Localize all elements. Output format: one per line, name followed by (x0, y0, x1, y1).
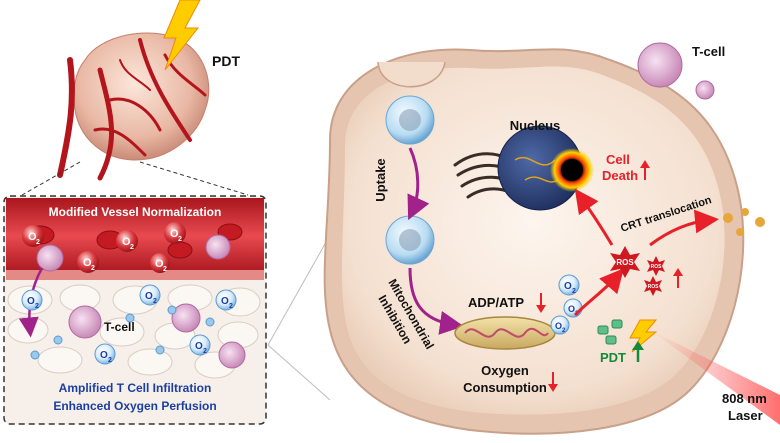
o2-icon: O 2 (558, 274, 580, 296)
laser-beam (650, 330, 780, 425)
uptake-arrow (407, 147, 430, 221)
svg-text:ROS: ROS (616, 258, 634, 267)
svg-text:O: O (564, 281, 572, 292)
adp-atp-label: ADP/ATP (468, 295, 524, 310)
tumor-pdt-label: PDT (212, 53, 240, 69)
pdt-label: PDT (600, 350, 626, 365)
svg-text:2: 2 (36, 239, 40, 246)
svg-text:ROS: ROS (651, 264, 663, 270)
o2-icon: O 2 (215, 289, 237, 311)
t-cell-icon (36, 244, 64, 272)
tumor-illustration: PDT (21, 0, 249, 196)
laser-line1: 808 nm (722, 391, 767, 406)
o2-icon: O 2 (550, 315, 570, 335)
lightning-bolt-icon (163, 0, 201, 71)
svg-text:O: O (83, 257, 92, 269)
o2-icon: O 2 (189, 334, 211, 356)
o2-icon: O 2 (22, 225, 44, 247)
t-cell-icon (205, 234, 231, 260)
svg-text:2: 2 (91, 265, 95, 272)
svg-text:O: O (122, 236, 131, 248)
up-arrow-icon (673, 268, 683, 288)
t-cell-icon (68, 305, 102, 339)
svg-text:2: 2 (572, 288, 576, 295)
inset-tcell-label: T-cell (104, 320, 135, 334)
nanoparticle-icon (385, 95, 435, 145)
up-arrow-icon (640, 160, 650, 180)
svg-text:2: 2 (163, 266, 167, 273)
svg-text:2: 2 (153, 298, 157, 305)
laser-line2: Laser (728, 408, 763, 423)
o2-to-ros-arrow (573, 268, 624, 317)
svg-text:O: O (221, 296, 229, 307)
t-cell-icon (218, 341, 246, 369)
external-tcell-label: T-cell (692, 44, 725, 59)
nanoparticles (30, 305, 215, 360)
external-t-cells (637, 42, 715, 100)
cell-death-burst (550, 148, 594, 192)
crt-particles (723, 208, 765, 236)
o2-icon: O 2 (150, 253, 170, 273)
lightning-bolt-icon (629, 319, 658, 353)
up-arrow-icon (632, 341, 644, 362)
ros-to-death-arrow (574, 188, 614, 246)
t-cell-icon (171, 303, 201, 333)
svg-text:ROS: ROS (648, 284, 660, 290)
o2-icon: O 2 (563, 298, 583, 318)
svg-text:2: 2 (178, 236, 182, 243)
mitochondrion (454, 316, 556, 350)
ros-star: ROS (647, 256, 665, 276)
zoom-line (267, 344, 331, 401)
oxygen-line2: Consumption (463, 380, 547, 395)
uptake-label: Uptake (373, 158, 388, 201)
o2-icon: O 2 (164, 222, 186, 244)
cancer-cell: Uptake Mitochondrial Inhibition Nucleus … (323, 48, 780, 435)
inset-caption-line2: Enhanced Oxygen Perfusion (53, 399, 216, 413)
svg-text:2: 2 (203, 348, 207, 355)
cell-death-line1: Cell (606, 152, 630, 167)
svg-text:O: O (28, 231, 37, 243)
svg-text:O: O (27, 296, 35, 307)
down-arrow-icon (548, 372, 558, 392)
o2-icon: O 2 (116, 230, 138, 252)
svg-text:2: 2 (108, 357, 112, 364)
nucleus-label: Nucleus (510, 118, 561, 133)
o2-icon: O 2 (139, 284, 161, 306)
svg-text:O: O (155, 258, 164, 270)
photosensitizer-particles (597, 319, 623, 345)
mito-inhibition-arrow (408, 267, 464, 335)
o2-icon: O 2 (94, 343, 116, 365)
blood-vessels (57, 38, 207, 181)
svg-text:O: O (555, 321, 562, 331)
svg-text:O: O (170, 228, 179, 240)
oxygen-line1: Oxygen (481, 363, 529, 378)
svg-text:O: O (568, 304, 575, 314)
vessel-inset-panel: Modified Vessel Normalization O 2 O 2 O … (3, 195, 267, 425)
cell-death-line2: Death (602, 168, 638, 183)
down-arrow-icon (536, 293, 546, 313)
svg-text:2: 2 (35, 303, 39, 310)
svg-text:2: 2 (562, 328, 566, 334)
svg-text:2: 2 (130, 244, 134, 251)
inset-caption-line1: Amplified T Cell Infiltration (59, 381, 212, 395)
o2-icon: O 2 (77, 251, 99, 273)
o2-icon: O 2 (21, 289, 43, 311)
svg-text:2: 2 (229, 303, 233, 310)
ros-star: ROS (644, 276, 662, 296)
nanoparticle-icon (385, 215, 435, 265)
zoom-line (267, 234, 331, 346)
svg-text:O: O (195, 341, 203, 352)
svg-text:O: O (100, 350, 108, 361)
inset-header: Modified Vessel Normalization (49, 205, 222, 219)
ros-star: ROS (610, 246, 640, 278)
svg-text:O: O (145, 291, 153, 302)
crt-arrow (649, 209, 719, 247)
